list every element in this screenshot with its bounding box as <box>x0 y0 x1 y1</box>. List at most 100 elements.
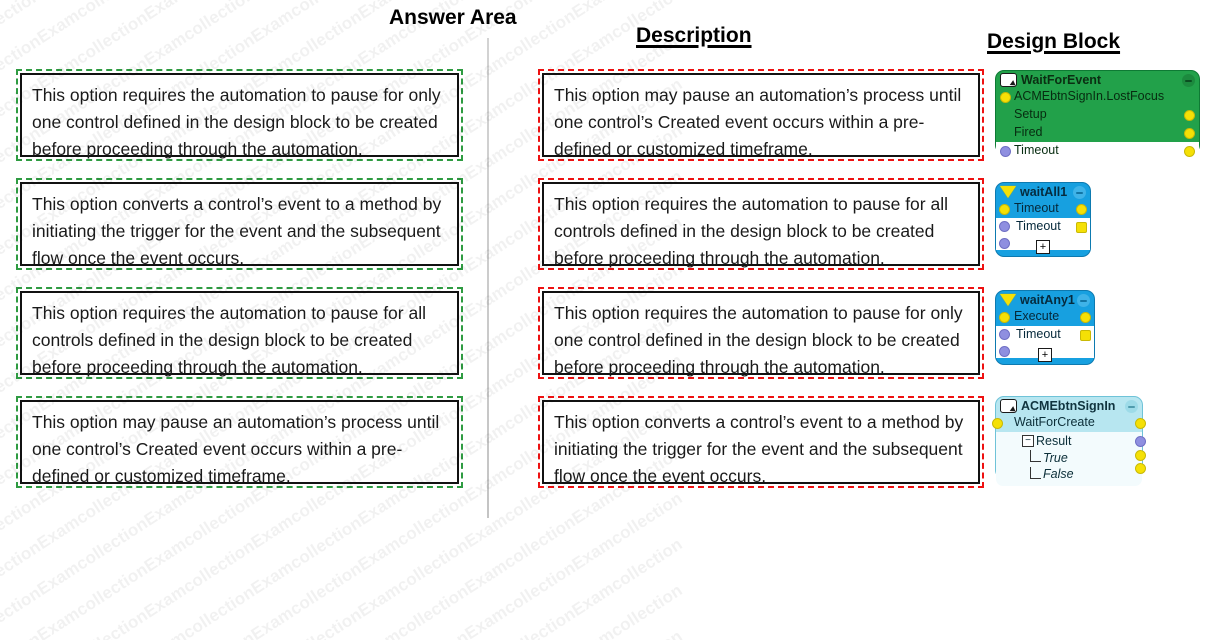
description-option-4-text: This option converts a control’s event t… <box>554 412 964 486</box>
tree-node-true[interactable]: True <box>1022 449 1138 467</box>
design-block-row-timeout[interactable]: Timeout <box>996 142 1199 160</box>
design-block-row-acmebtnsignin-lostfocus[interactable]: ACMEbtnSignIn.LostFocus <box>996 88 1199 106</box>
answer-option-3-text: This option requires the automation to p… <box>32 303 426 377</box>
yellow-triangle-icon <box>1000 294 1016 306</box>
port-dot-purple[interactable] <box>1135 435 1146 447</box>
design-block-title-row: waitAny1 <box>996 291 1094 308</box>
port-dot-purple[interactable] <box>999 237 1010 249</box>
tree-node-label: Result <box>1036 433 1072 448</box>
watermark-text: ExamcollectionExamcollectionExamcollecti… <box>0 0 686 49</box>
design-block-row-label: WaitForCreate <box>1014 415 1095 429</box>
tree-elbow-icon <box>1030 466 1041 479</box>
design-block-row-label: Fired <box>1014 124 1043 139</box>
port-dot-yellow[interactable] <box>1184 109 1195 121</box>
design-block-row-execute[interactable]: Timeout <box>996 200 1090 218</box>
watermark-text: ExamcollectionExamcollectionExamcollecti… <box>0 488 686 640</box>
description-option-2-border <box>542 182 980 266</box>
port-dot-purple[interactable] <box>999 345 1010 357</box>
port-dot-yellow[interactable] <box>999 204 1010 215</box>
watermark-text: ExamcollectionExamcollectionExamcollecti… <box>0 0 686 3</box>
design-block-row-label: Setup <box>1014 106 1047 121</box>
design-block-row-label: Timeout <box>1016 326 1061 341</box>
result-tree: − Result True False <box>1012 433 1138 483</box>
answer-option-4-border <box>20 400 459 484</box>
column-divider <box>487 38 489 518</box>
screen-cursor-icon <box>1000 73 1017 87</box>
expand-icon[interactable]: + <box>1036 240 1050 254</box>
answer-drop-target-1[interactable] <box>16 69 463 161</box>
design-block-row-label: Execute <box>1014 309 1060 323</box>
answer-option-2[interactable]: This option converts a control’s event t… <box>20 182 459 268</box>
tree-node-label: False <box>1043 467 1074 482</box>
description-option-2[interactable]: This option requires the automation to p… <box>542 182 980 268</box>
design-block-row-label: Timeout <box>1016 218 1061 233</box>
design-block-row-timeout[interactable]: Timeout <box>996 325 1094 344</box>
watermark-text: ExamcollectionExamcollectionExamcollecti… <box>0 626 686 640</box>
design-block-title: waitAny1 <box>1020 293 1075 307</box>
tree-node-label: True <box>1043 450 1068 465</box>
port-dot-yellow[interactable] <box>1080 312 1091 323</box>
port-dot-yellow[interactable] <box>1184 146 1195 158</box>
description-option-4[interactable]: This option converts a control’s event t… <box>542 400 980 486</box>
port-dot-purple[interactable] <box>999 328 1010 340</box>
port-dot-yellow[interactable] <box>999 312 1010 323</box>
port-dot-yellow[interactable] <box>1135 462 1146 474</box>
description-option-4-border <box>542 400 980 484</box>
watermark-text: ExamcollectionExamcollectionExamcollecti… <box>0 580 686 640</box>
yellow-triangle-icon <box>1000 186 1016 198</box>
design-block-tree-area[interactable]: − Result True False <box>996 431 1146 486</box>
description-highlight-2 <box>538 178 984 270</box>
description-highlight-1 <box>538 69 984 161</box>
port-dot-purple[interactable] <box>999 220 1010 232</box>
port-dot-yellow[interactable] <box>1080 329 1091 341</box>
answer-drop-target-2[interactable] <box>16 178 463 270</box>
tree-node-result[interactable]: − Result <box>1022 433 1138 450</box>
tree-elbow-icon <box>1030 449 1041 462</box>
answer-option-3-border <box>20 291 459 375</box>
design-block-row-label: ACMEbtnSignIn.LostFocus <box>1014 89 1165 103</box>
watermark-text: ExamcollectionExamcollectionExamcollecti… <box>0 0 686 324</box>
collapse-icon[interactable] <box>1182 74 1195 87</box>
collapse-icon[interactable] <box>1125 400 1138 413</box>
design-block-row-execute[interactable]: Execute <box>996 308 1094 326</box>
description-highlight-3 <box>538 287 984 379</box>
tree-node-false[interactable]: False <box>1022 466 1138 483</box>
design-block-title-row: ACMEbtnSignIn <box>996 397 1142 414</box>
design-block-row-setup[interactable]: Setup <box>996 106 1199 124</box>
description-highlight-4 <box>538 396 984 488</box>
design-block-acmebtnsignin[interactable]: ACMEbtnSignIn WaitForCreate − Result Tru… <box>992 396 1146 486</box>
port-dot-purple[interactable] <box>1000 146 1011 158</box>
description-option-3[interactable]: This option requires the automation to p… <box>542 291 980 377</box>
answer-option-1-border <box>20 73 459 157</box>
answer-option-1-text: This option requires the automation to p… <box>32 85 441 159</box>
expand-icon[interactable]: + <box>1038 348 1052 362</box>
description-option-1[interactable]: This option may pause an automation’s pr… <box>542 73 980 159</box>
port-dot-yellow[interactable] <box>1076 221 1087 233</box>
collapse-icon[interactable] <box>1077 294 1090 307</box>
collapse-icon[interactable] <box>1073 186 1086 199</box>
answer-option-4[interactable]: This option may pause an automation’s pr… <box>20 400 459 486</box>
answer-drop-target-3[interactable] <box>16 287 463 379</box>
design-block-row-waitforcreate[interactable]: WaitForCreate <box>992 414 1146 432</box>
answer-option-1[interactable]: This option requires the automation to p… <box>20 73 459 159</box>
design-block-title-row: WaitForEvent <box>996 71 1199 88</box>
port-dot-yellow[interactable] <box>1184 127 1195 139</box>
watermark-text: ExamcollectionExamcollectionExamcollecti… <box>0 534 686 640</box>
port-dot-yellow[interactable] <box>992 418 1003 429</box>
design-block-waitforevent[interactable]: WaitForEvent ACMEbtnSignIn.LostFocus Set… <box>995 70 1200 160</box>
design-block-row-timeout[interactable]: Timeout <box>996 217 1090 236</box>
description-option-3-border <box>542 291 980 375</box>
port-dot-yellow[interactable] <box>1135 418 1146 429</box>
port-dot-yellow[interactable] <box>1076 204 1087 215</box>
answer-option-3[interactable]: This option requires the automation to p… <box>20 291 459 377</box>
port-dot-yellow[interactable] <box>1000 92 1011 103</box>
design-block-title-row: waitAll1 <box>996 183 1090 200</box>
tree-collapse-icon[interactable]: − <box>1022 435 1034 448</box>
answer-drop-target-4[interactable] <box>16 396 463 488</box>
design-block-waitall1[interactable]: waitAll1 Timeout Timeout + <box>995 182 1091 257</box>
design-block-title: waitAll1 <box>1020 185 1068 199</box>
design-block-row-fired[interactable]: Fired <box>996 124 1199 142</box>
description-option-2-text: This option requires the automation to p… <box>554 194 948 268</box>
port-dot-yellow[interactable] <box>1135 449 1146 461</box>
design-block-waitany1[interactable]: waitAny1 Execute Timeout + <box>995 290 1095 365</box>
